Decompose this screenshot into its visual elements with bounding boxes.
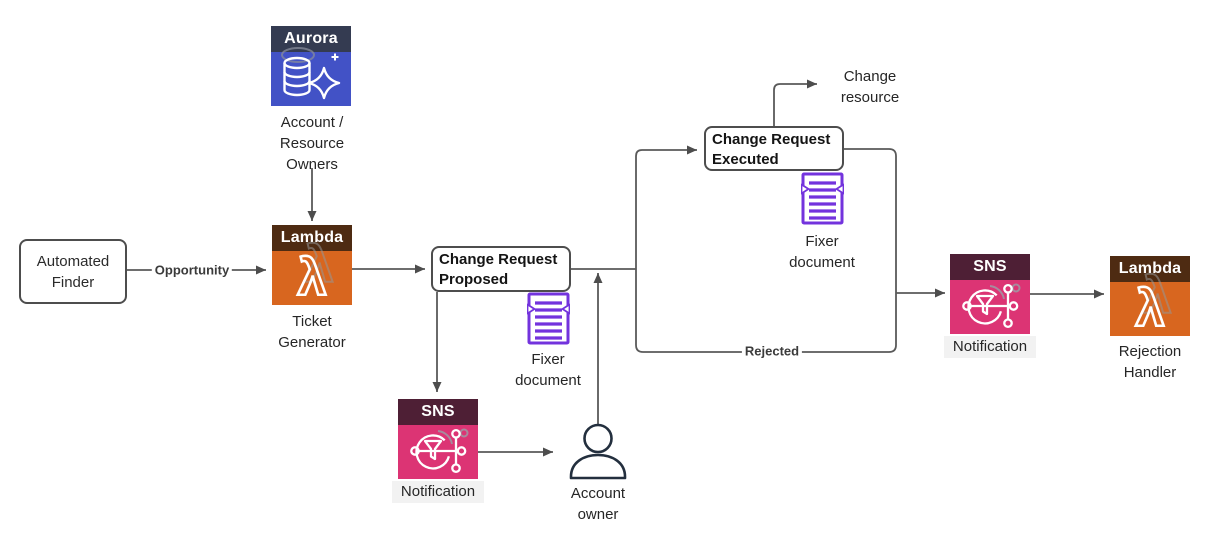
edge-junction-to-executed — [635, 145, 697, 269]
automated-finder-box: Automated Finder — [19, 239, 127, 304]
change-request-executed-box: Change Request Executed — [704, 126, 844, 171]
rejected-edge-label: Rejected — [741, 343, 803, 359]
lambda-service-name: Lambda — [272, 225, 352, 251]
lambda-glyph-shadow: λ — [1142, 267, 1173, 325]
notification-label-1: Notification — [392, 481, 484, 503]
fixer-document-icon-2 — [801, 172, 844, 225]
edge-executed-to-change-resource — [773, 79, 817, 126]
sns-notification-icon-1: SNS — [398, 399, 478, 479]
lambda-ticket-generator-icon: Lambda λ λ — [272, 225, 352, 305]
sns-service-name: SNS — [950, 254, 1030, 280]
change-resource-label: Change resource — [840, 68, 900, 106]
fixer-document-icon-1 — [527, 292, 570, 345]
sns-notification-icon-2: SNS — [950, 254, 1030, 334]
account-owner-caption: Account owner — [570, 485, 626, 523]
aurora-database-icon — [281, 47, 341, 100]
fixer-document-caption-2: Fixer document — [789, 233, 855, 271]
sns-funnel-glyph — [410, 428, 469, 474]
edge-rejected-path — [635, 269, 897, 353]
lambda-icon-glyph: λ — [1134, 280, 1166, 336]
lambda-rejection-handler-icon: Lambda λ λ — [1110, 256, 1190, 336]
edge-executed-to-junction-right — [844, 148, 897, 293]
aurora-caption: Account / Resource Owners — [279, 114, 345, 173]
aurora-icon: Aurora — [271, 26, 351, 106]
lambda-icon-glyph: λ — [296, 249, 328, 305]
aurora-service-name: Aurora — [271, 26, 351, 52]
change-request-proposed-box: Change Request Proposed — [431, 246, 571, 292]
account-owner-person-icon — [569, 423, 627, 480]
sns-funnel-glyph — [962, 283, 1021, 329]
rejection-handler-caption: Rejection Handler — [1118, 343, 1182, 381]
lambda-glyph-shadow: λ — [304, 236, 335, 294]
sns-service-name: SNS — [398, 399, 478, 425]
opportunity-edge-label: Opportunity — [151, 262, 233, 278]
ticket-generator-caption: Ticket Generator — [278, 313, 346, 351]
notification-label-2: Notification — [944, 336, 1036, 358]
lambda-service-name: Lambda — [1110, 256, 1190, 282]
fixer-document-caption-1: Fixer document — [515, 351, 581, 389]
